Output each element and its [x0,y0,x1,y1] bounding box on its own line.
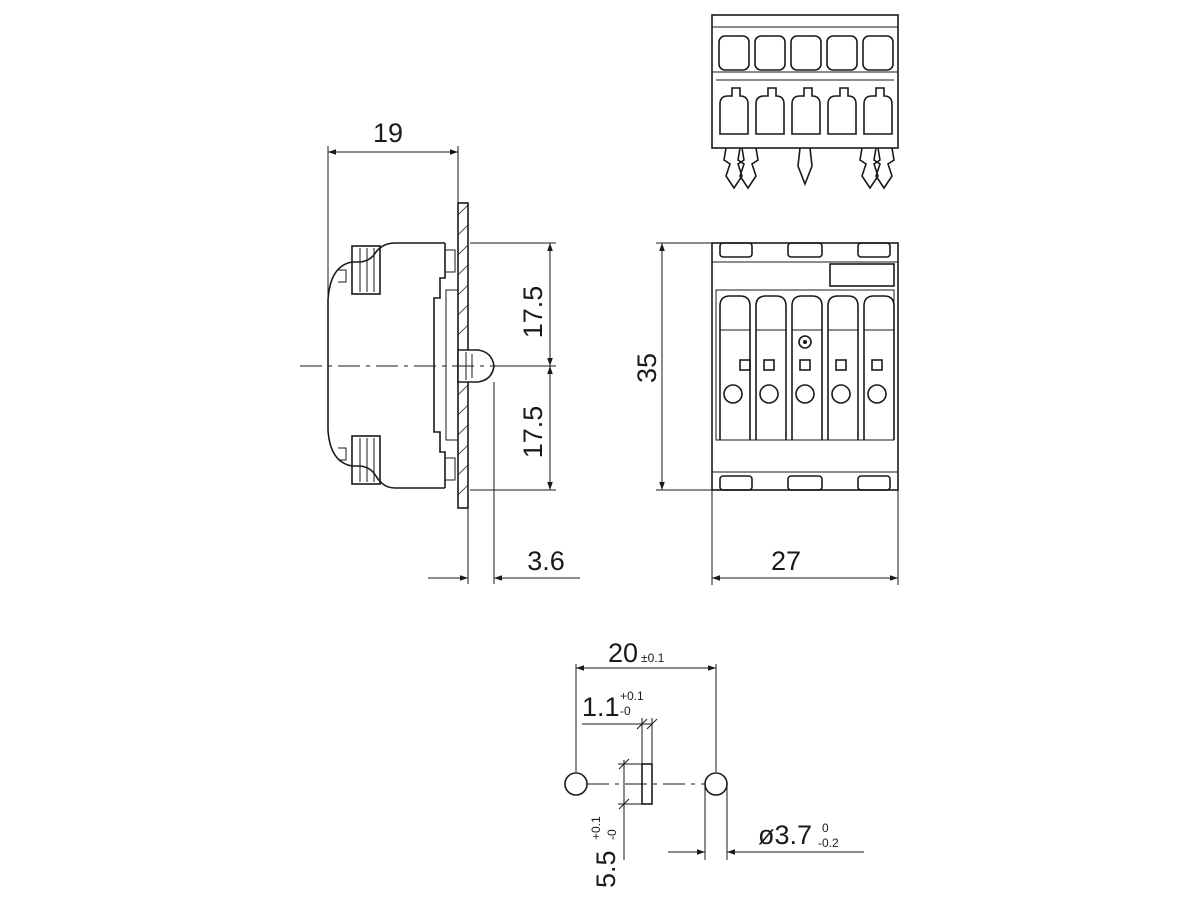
dim-depth-label: 19 [373,118,403,148]
side-rear-flange [433,243,446,488]
dim-slot-width-label: 1.1 [582,692,620,722]
front-view [711,242,899,491]
front-label-area [829,263,895,287]
dim-hole-tol-lower: -0.2 [818,836,839,850]
dim-lower-half-label: 17.5 [518,406,548,459]
top-cells-upper [718,35,894,71]
top-pins [723,147,895,190]
cutout-dimensions [575,664,864,860]
front-test-squares [739,359,883,371]
top-body-outline [711,14,899,149]
dim-hole-label: ø3.7 [758,820,812,850]
cutout-hole-right [704,772,728,796]
plate-hatching [457,204,469,496]
dim-hole-tol-upper: 0 [822,821,829,835]
dim-slot-height-label: 5.5 [591,850,621,888]
dim-upper-half-label: 17.5 [518,286,548,339]
panel-cutout [564,763,728,805]
side-lower-latch [351,435,381,485]
front-body-outline [711,242,899,491]
dim-height-label: 35 [632,353,662,383]
dim-slot-height-tol-lower: -0 [605,829,619,840]
top-view [711,14,899,190]
side-upper-latch [351,245,381,295]
side-view [300,202,515,509]
front-center-mark [798,335,812,349]
side-dimensions [327,146,580,584]
dim-plate-label: 3.6 [527,546,565,576]
cutout-hole-left [564,772,588,796]
dim-slot-width-tol-lower: -0 [620,704,631,718]
dim-slot-height-tol-upper: +0.1 [589,816,603,840]
dim-slot-width-tol-upper: +0.1 [620,689,644,703]
front-lever-slots [719,295,895,440]
dim-width-label: 27 [771,546,801,576]
front-wire-holes [723,384,887,404]
top-cells-lower [719,87,893,135]
dim-pitch-label: 20±0.1 [608,638,665,668]
front-dimensions [656,242,899,585]
